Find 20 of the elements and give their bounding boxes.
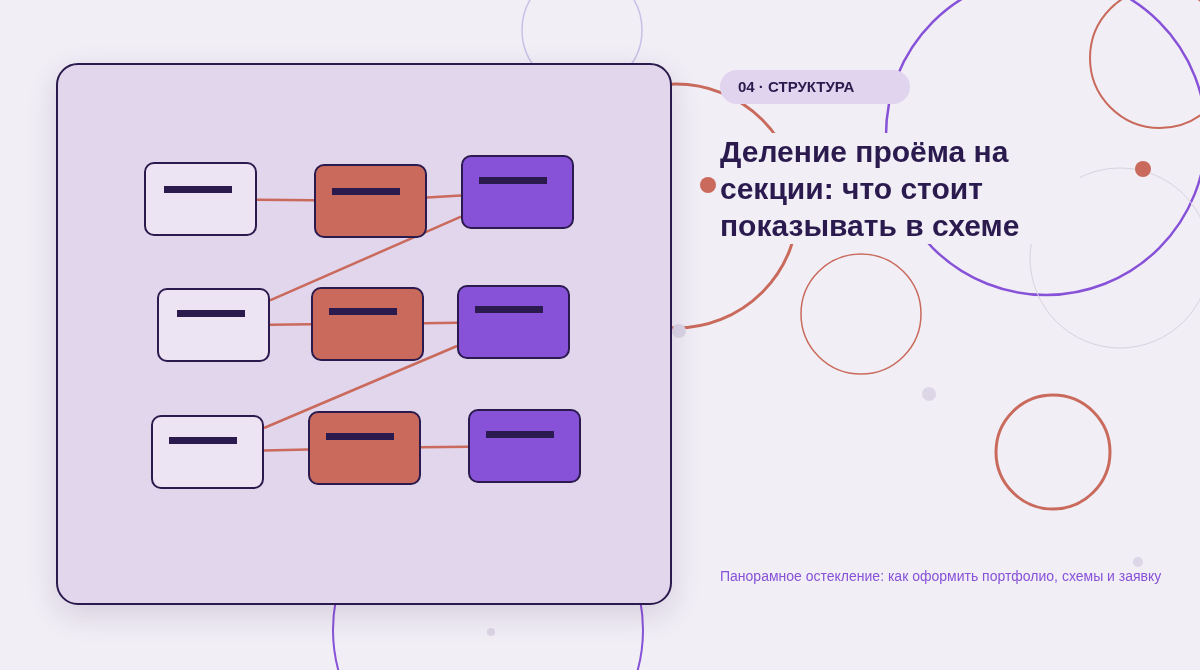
connector-line <box>257 198 314 202</box>
connector-line <box>424 321 457 325</box>
connector-line <box>263 344 458 430</box>
connector-line <box>270 323 311 326</box>
connector-line <box>269 215 462 302</box>
caption: Панорамное остекление: как оформить портфолио, схемы и заявку <box>720 568 1162 584</box>
placeholder-box <box>151 415 264 489</box>
title: Деление проёма на секции: что стоит показывать в схеме <box>720 133 1080 244</box>
placeholder-box <box>157 288 270 362</box>
placeholder-box <box>457 285 570 359</box>
section-tag: 04 · СТРУКТУРА <box>720 70 910 104</box>
placeholder-box <box>468 409 581 483</box>
placeholder-box <box>144 162 257 236</box>
connector-line <box>263 448 309 452</box>
placeholder-box <box>461 155 574 229</box>
placeholder-box <box>311 287 424 361</box>
connector-line <box>421 445 468 449</box>
connector-line <box>426 194 462 199</box>
placeholder-box <box>314 164 427 238</box>
placeholder-box <box>308 411 421 485</box>
